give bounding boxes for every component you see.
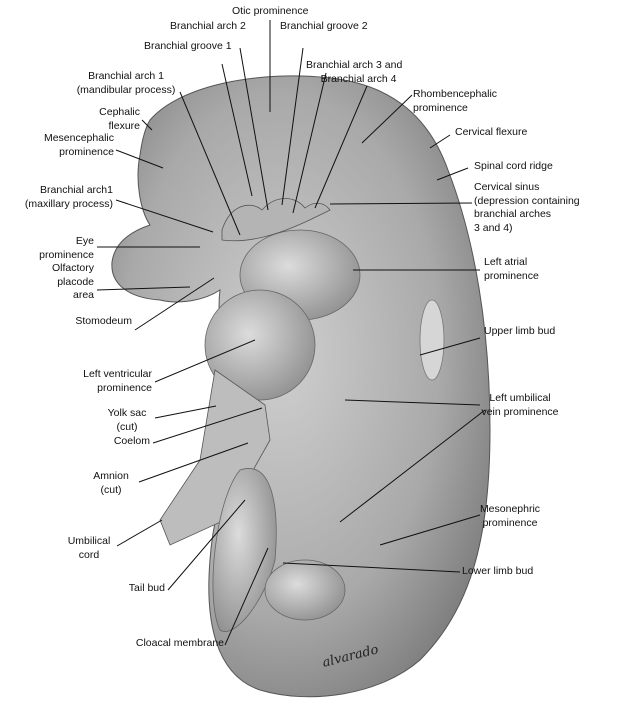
label-eye-prominence: Eye prominence: [39, 235, 94, 261]
tail-fold: [212, 468, 277, 632]
leader-arch-1-maxillary: [115, 199, 214, 233]
leader-cephalic-flexure: [141, 119, 153, 131]
leader-rhombencephalic: [361, 94, 413, 144]
leader-arch-4: [314, 85, 368, 209]
leader-mesonephric: [379, 514, 481, 546]
leader-lower-limb: [282, 562, 461, 573]
label-yolk-sac: Yolk sac (cut): [107, 407, 147, 433]
label-mesencephalic-prominence: Mesencephalic prominence: [43, 132, 114, 158]
label-cloacal-membrane: Cloacal membrane: [135, 637, 224, 649]
embryo-body: [111, 75, 491, 698]
heart-ventricular-bulge: [204, 289, 316, 401]
label-tail-bud: Tail bud: [128, 582, 165, 594]
leader-stomodeum: [134, 277, 215, 331]
leader-arch-2: [239, 47, 269, 211]
label-rhombencephalic-prominence: Rhombencephalic prominence: [413, 88, 498, 114]
label-left-ventricular-prominence: Left ventricular prominence: [83, 368, 152, 394]
leader-spinal-cord: [436, 167, 469, 181]
label-branchial-arch-2: Branchial arch 2: [170, 20, 246, 32]
leader-arch-1-mandibular: [179, 91, 241, 236]
label-branchial-arch-1-mandibular: Branchial arch 1 (mandibular process): [76, 70, 176, 96]
label-cephalic-flexure: Cephalic flexure: [99, 106, 140, 132]
leader-coelom: [152, 407, 263, 444]
upper-limb-bud: [419, 299, 445, 381]
leader-amnion: [138, 442, 249, 483]
leader-ventricular: [154, 339, 256, 383]
leader-olfactory: [96, 286, 191, 291]
label-left-atrial-prominence: Left atrial prominence: [484, 256, 539, 282]
label-cervical-flexure: Cervical flexure: [455, 126, 528, 138]
label-left-umbilical-vein-prominence: Left umbilical vein prominence: [481, 392, 559, 418]
label-amnion: Amnion (cut): [93, 470, 129, 496]
leader-umbilical-vein-b: [339, 409, 486, 523]
leader-cervical-sinus: [329, 202, 473, 205]
leader-cloacal: [224, 547, 269, 646]
leader-lines: [96, 20, 486, 646]
leader-groove-1: [221, 63, 253, 197]
label-coelom: Coelom: [113, 435, 150, 447]
label-upper-limb-bud: Upper limb bud: [484, 325, 556, 337]
label-lower-limb-bud: Lower limb bud: [462, 565, 534, 577]
lower-limb-bud: [264, 559, 346, 621]
leader-yolk-sac: [154, 405, 217, 419]
label-cervical-sinus: Cervical sinus (depression containing br…: [474, 181, 580, 234]
label-mesonephric-prominence: Mesonephric prominence: [479, 503, 541, 529]
label-otic-prominence: Otic prominence: [232, 5, 309, 17]
label-branchial-arch-3-4: Branchial arch 3 and Branchial arch 4: [306, 59, 403, 85]
leader-umbilical-cord: [116, 519, 163, 547]
label-branchial-groove-1: Branchial groove 1: [144, 40, 232, 52]
label-olfactory-placode-area: Olfactory placode area: [51, 262, 94, 301]
label-branchial-groove-2: Branchial groove 2: [280, 20, 368, 32]
branchial-arches: [221, 198, 331, 242]
leader-mesencephalic: [115, 149, 164, 169]
leader-arch-3: [292, 72, 327, 214]
label-spinal-cord-ridge: Spinal cord ridge: [474, 160, 553, 172]
label-branchial-arch-1-maxillary: Branchial arch1 (maxillary process): [24, 184, 113, 210]
leader-groove-2: [281, 47, 304, 206]
leader-tail-bud: [167, 499, 246, 591]
leader-umbilical-vein-a: [344, 399, 481, 406]
label-stomodeum: Stomodeum: [75, 315, 132, 327]
leader-upper-limb: [419, 337, 481, 356]
leader-cervical-flexure: [429, 134, 451, 149]
label-umbilical-cord: Umbilical cord: [67, 535, 111, 561]
